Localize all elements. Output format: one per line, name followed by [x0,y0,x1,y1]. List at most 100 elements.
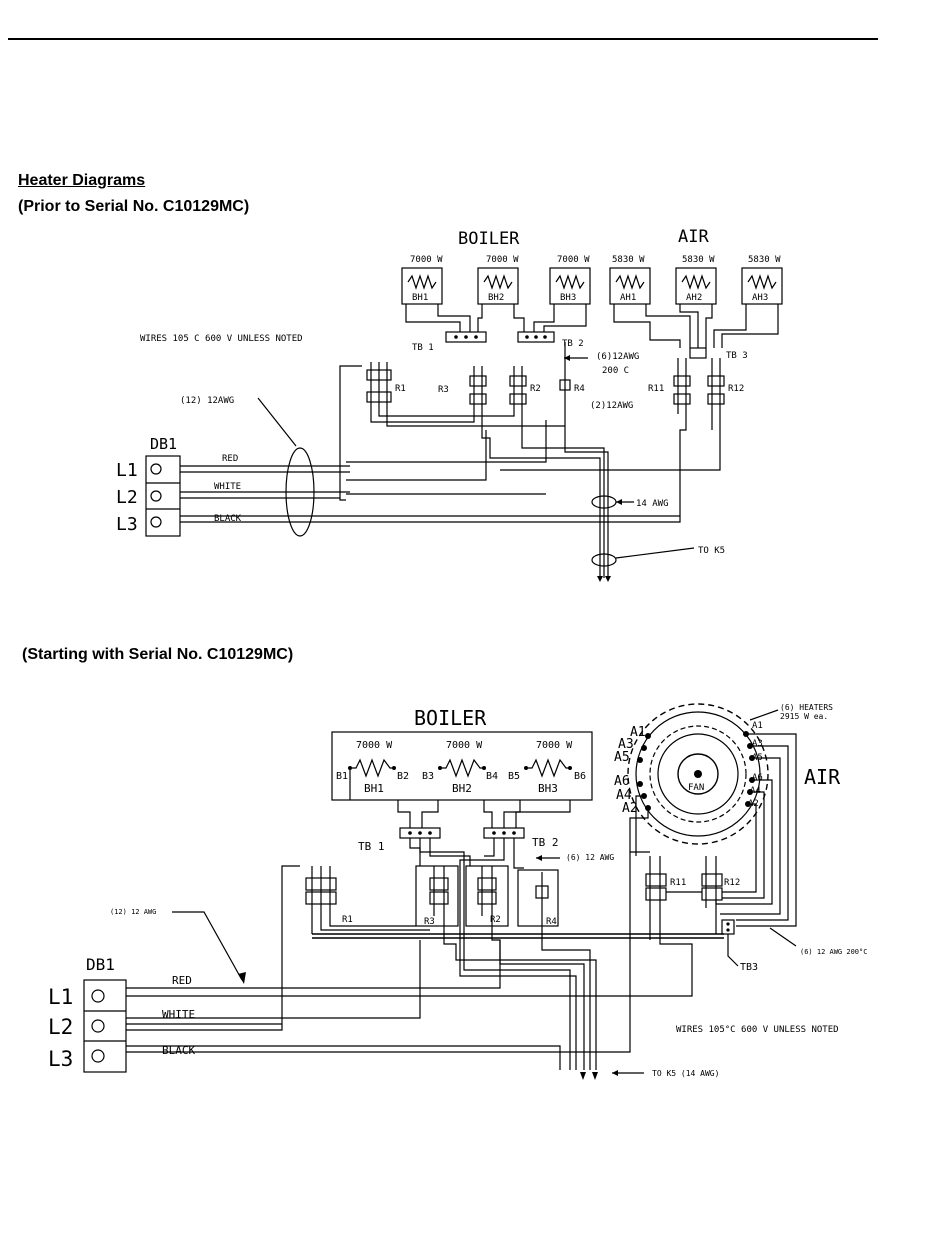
d1-wiring [180,365,721,578]
d2-air-leads [629,733,797,927]
d1-tb3-label: TB 3 [726,351,748,361]
d1-awg6-temp: 200 C [602,366,629,376]
d2-air-heaters-watts: 2915 W ea. [780,712,828,721]
d2-al1: A1 [630,725,646,740]
d2-awg6: (6) 12 AWG [566,853,614,862]
diagram-prior: BOILER AIR 7000 W 7000 W 7000 W 5830 W 5… [116,227,783,582]
d2-l1: L1 [48,985,73,1009]
d2-ar1: A1 [752,721,763,731]
d2-tb3-label: TB3 [740,962,758,973]
d1-k5-ellipse [591,553,617,567]
d2-tb3: TB3 [721,919,758,973]
d1-ah1-watts: 5830 W [612,255,645,265]
d1-r2-label: R2 [530,384,541,394]
d1-tb2-label: TB 2 [562,339,584,349]
d2-db1: DB1 L1 L2 L3 RED WHITE BLACK [48,955,195,1073]
d1-bh1-watts: 7000 W [410,255,443,265]
d2-heater-bh3: B5 B6 BH3 [508,758,586,795]
d2-r11-label: R11 [670,878,686,888]
d2-b4: B4 [486,771,498,782]
d1-db1-label: DB1 [150,435,177,453]
d2-ar6: A6 [752,773,763,783]
section-subtitle-new: (Starting with Serial No. C10129MC) [22,646,294,663]
d2-r2-frame [465,865,509,927]
d2-relay-r4: R4 [535,872,557,927]
d2-r3-label: R3 [424,917,435,927]
top-rule [8,38,878,40]
d1-wires-note: WIRES 105 C 600 V UNLESS NOTED [140,334,303,344]
d2-b6: B6 [574,771,586,782]
d2-tb2: TB 2 [483,827,559,849]
section-title: Heater Diagrams [18,172,146,189]
d2-bh3-watts: 7000 W [536,740,573,751]
d2-tb2-label: TB 2 [532,836,559,849]
d2-boiler-label: BOILER [414,706,487,730]
d1-relay-r2: R2 [509,366,541,414]
d2-al3: A3 [618,737,634,752]
d2-bh3-name: BH3 [538,782,558,795]
d2-db1-label: DB1 [86,955,115,974]
d1-db1: DB1 L1 L2 L3 RED WHITE BLACK [116,435,242,537]
d2-tb1-label: TB 1 [358,840,385,853]
d2-l2: L2 [48,1015,73,1039]
d1-air-label: AIR [678,227,709,247]
d2-heater-bh2: B3 B4 BH2 [422,758,498,795]
d2-air-heater-assembly: FAN [627,703,769,845]
d1-awg12-leader [257,397,297,447]
d1-awg14: 14 AWG [636,499,669,509]
d2-bh2-name: BH2 [452,782,472,795]
d2-ar3: A3 [752,739,763,749]
d1-awg2: (2)12AWG [590,401,633,411]
d1-r4-label: R4 [574,384,585,394]
d2-relay-r2: R2 [477,866,501,925]
d2-al2: A2 [622,801,638,816]
d2-awg6-air: (6) 12 AWG 200°C [800,948,867,956]
d2-b1: B1 [336,771,348,782]
d1-l1: L1 [116,460,138,481]
d1-awg6: (6)12AWG [596,352,639,362]
d1-r11-label: R11 [648,384,664,394]
d2-wires-note: WIRES 105°C 600 V UNLESS NOTED [676,1025,839,1035]
d2-awg12: (12) 12 AWG [110,908,156,916]
d2-r1-label: R1 [342,915,353,925]
d2-fan-label: FAN [688,783,704,793]
d1-r12-label: R12 [728,384,744,394]
d1-bh3-name: BH3 [560,293,576,303]
d1-to-k5: TO K5 [698,546,725,556]
d2-relay-r12: R12 [701,856,740,908]
d1-relay-r4: R4 [559,342,585,430]
d1-heater-ah1: AH1 [609,267,651,305]
d1-r1-label: R1 [395,384,406,394]
d1-ah3-name: AH3 [752,293,768,303]
d2-bh1-name: BH1 [364,782,384,795]
d1-relay-r12: R12 [707,358,744,430]
d2-b2: B2 [397,771,409,782]
d2-air-label: AIR [804,765,841,789]
d1-bh2-name: BH2 [488,293,504,303]
d1-heater-ah3: AH3 [741,267,783,305]
d1-ah2-name: AH2 [686,293,702,303]
d1-heater-ah2: AH2 [675,267,717,305]
d1-ah3-watts: 5830 W [748,255,781,265]
d1-tb2: TB 2 [517,331,584,349]
d2-al4: A4 [616,788,632,803]
d1-l2: L2 [116,487,138,508]
d2-l3: L3 [48,1047,73,1071]
d1-relay-r11: R11 [648,358,691,414]
d2-bh1-watts: 7000 W [356,740,393,751]
d2-relay-r3: R3 [424,866,449,927]
d1-bh2-watts: 7000 W [486,255,519,265]
d1-bundle-ellipse [285,447,315,537]
d1-white: WHITE [214,482,241,492]
d2-fan-icon [677,753,719,795]
d2-relay-r11: R11 [645,856,686,908]
d1-tb3: TB 3 [689,347,748,361]
d1-tb1: TB 1 [412,331,487,353]
d2-r4-frame [517,869,559,927]
section-subtitle-old: (Prior to Serial No. C10129MC) [18,198,250,215]
d1-bh3-watts: 7000 W [557,255,590,265]
d2-r4-label: R4 [546,917,557,927]
d2-b3: B3 [422,771,434,782]
d1-heater-bh2: BH2 [477,267,519,305]
